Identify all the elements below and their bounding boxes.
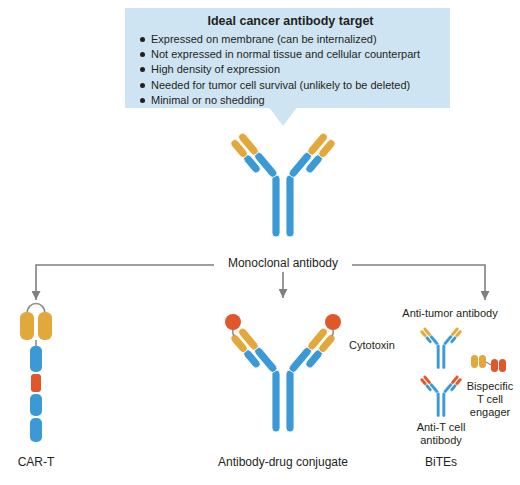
cytotoxin-ball [325,314,341,330]
antibody-node: Monoclonal antibody [214,125,352,272]
linker-line [486,362,491,365]
bullet-item: Not expressed in normal tissue and cellu… [139,47,442,62]
bullet-item: Expressed on membrane (can be internaliz… [139,32,442,47]
signaling-domain [30,418,42,442]
adc-node: Antibody-drug conjugate [190,298,376,475]
cytotoxin-ball [225,314,241,330]
bullet-item: High density of expression [139,62,442,77]
transmembrane-domain [31,374,41,392]
callout-tail [268,106,298,126]
node-label: CAR-T [0,455,72,469]
node-label: Antibody-drug conjugate [190,455,376,469]
scfv-domain [38,312,52,340]
hinge-domain [30,346,42,372]
scfv-domain [20,312,34,340]
criteria-callout: Ideal cancer antibody targetExpressed on… [125,8,450,108]
flow-arrow [352,265,485,300]
node-label: BiTEs [405,455,477,469]
bullet-item: Needed for tumor cell survival (unlikely… [139,78,442,93]
flow-arrow [282,272,284,298]
annotation-label: Anti-tumor antibody [395,307,505,320]
annotation-label: Bispecific T cell engager [462,380,518,419]
car-t-node: CAR-T [10,300,62,475]
bispecific-engager-symbol [471,355,506,372]
bullet-item: Minimal or no shedding [139,93,442,108]
annotation-label: Cytotoxin [342,339,402,352]
scfv-domain [479,355,486,368]
hinge-line [35,340,37,346]
callout-title: Ideal cancer antibody target [139,13,442,29]
scfv-domain [471,355,478,368]
node-label: Monoclonal antibody [214,256,352,270]
antibody-symbol [229,132,336,237]
flow-arrow [36,265,214,300]
scfv-domain [499,359,506,372]
antibody-symbol [229,327,336,432]
scfv-domain [491,359,498,372]
anti-tumor-antibody-symbol [420,327,463,369]
anti-t-cell-antibody-symbol [420,375,463,417]
car-t-symbol [20,304,52,443]
signaling-domain [30,394,42,416]
annotation-label: Anti-T cell antibody [406,421,476,447]
